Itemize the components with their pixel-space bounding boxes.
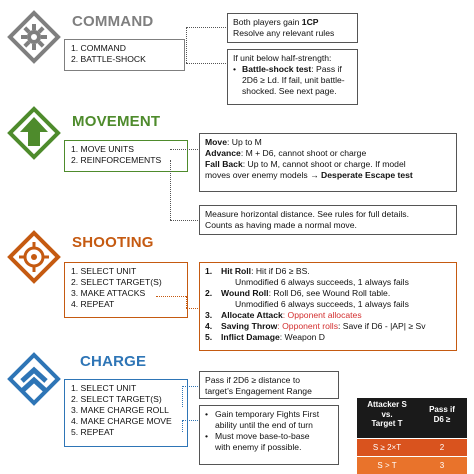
charge-step-3: 3. MAKE CHARGE ROLL (71, 405, 169, 415)
charge-step-5: 5. REPEAT (71, 427, 115, 437)
command-note-cp: Both players gain 1CP Resolve any releva… (227, 13, 358, 43)
command-steps: 1. COMMAND 2. BATTLE-SHOCK (64, 39, 185, 71)
wound-roll-table: Attacker S vs. Target T Pass if D6 ≥ S ≥… (357, 398, 467, 474)
command-note-battleshock: If unit below half-strength: • Battle-sh… (227, 49, 358, 105)
command-step-1: 1. COMMAND (71, 43, 126, 53)
command-title: COMMAND (72, 13, 154, 30)
command-step-2: 2. BATTLE-SHOCK (71, 54, 146, 64)
header-cell: Pass if D6 ≥ (429, 405, 455, 424)
arrow-up-icon (7, 106, 61, 160)
table-cell: S > T (377, 461, 397, 470)
shooting-step-3: 3. MAKE ATTACKS (71, 288, 146, 298)
connector (186, 27, 226, 28)
movement-title: MOVEMENT (72, 113, 161, 130)
charge-step-4: 4. MAKE CHARGE MOVE (71, 416, 172, 426)
shooting-step-2: 2. SELECT TARGET(S) (71, 277, 162, 287)
table-cell: 3 (439, 461, 445, 470)
connector (186, 63, 226, 64)
charge-title: CHARGE (80, 353, 147, 370)
charge-step-1: 1. SELECT UNIT (71, 383, 137, 393)
shooting-note-attacks: 1.Hit Roll: Hit if D6 ≥ BS. Unmodified 6… (199, 262, 457, 351)
shooting-step-4: 4. REPEAT (71, 299, 115, 309)
crosshair-icon (7, 230, 61, 284)
gear-icon (7, 10, 61, 64)
movement-step-2: 2. REINFORCEMENTS (71, 155, 162, 165)
table-row: S > T 3 (357, 456, 467, 474)
header-cell: Attacker S vs. Target T (367, 400, 407, 428)
table-header: Attacker S vs. Target T Pass if D6 ≥ (357, 398, 467, 438)
table-cell: 2 (439, 443, 445, 452)
connector (186, 296, 187, 308)
connector (182, 420, 183, 432)
connector (182, 386, 198, 387)
connector (186, 27, 187, 63)
table-row: S ≥ 2×T 2 (357, 438, 467, 456)
connector (170, 220, 198, 221)
connector (182, 420, 198, 421)
chevrons-up-icon (7, 352, 61, 406)
connector (156, 296, 186, 297)
table-cell: S ≥ 2×T (372, 443, 402, 452)
connector (186, 308, 198, 309)
movement-step-1: 1. MOVE UNITS (71, 144, 135, 154)
connector (170, 149, 198, 150)
movement-note-reinforcements: Measure horizontal distance. See rules f… (199, 205, 457, 235)
shooting-steps: 1. SELECT UNIT 2. SELECT TARGET(S) 3. MA… (64, 262, 188, 318)
movement-steps: 1. MOVE UNITS 2. REINFORCEMENTS (64, 140, 188, 172)
connector (170, 160, 171, 220)
charge-note-roll: Pass if 2D6 ≥ distance to target’s Engag… (199, 371, 339, 399)
charge-step-2: 2. SELECT TARGET(S) (71, 394, 162, 404)
charge-steps: 1. SELECT UNIT 2. SELECT TARGET(S) 3. MA… (64, 379, 188, 447)
shooting-step-1: 1. SELECT UNIT (71, 266, 137, 276)
connector (182, 386, 183, 407)
movement-note-move: Move: Up to M Advance: M + D6, cannot sh… (199, 133, 457, 192)
shooting-title: SHOOTING (72, 234, 154, 251)
